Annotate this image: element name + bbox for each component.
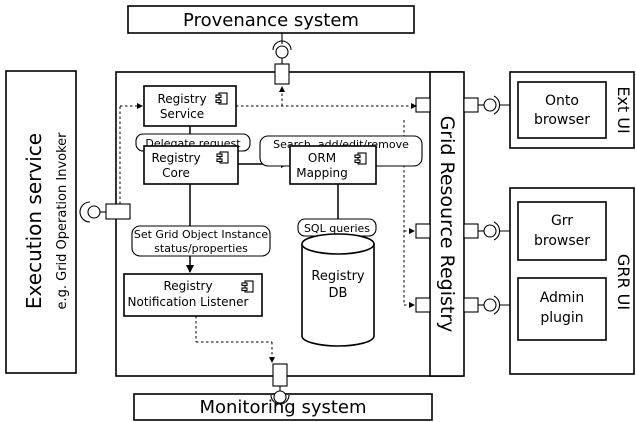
grid-resource-registry-label: Grid Resource Registry <box>436 116 458 333</box>
registry-db-label-2: DB <box>329 286 348 301</box>
set-status-text-1: Set Grid Object Instance <box>134 228 268 241</box>
admin-plugin-label-1: Admin <box>540 290 585 306</box>
component-icon <box>215 92 228 105</box>
onto-browser-label-1: Onto <box>545 93 579 109</box>
grr-browser-label-2: browser <box>534 233 590 249</box>
grr-ui-label: GRR UI <box>614 254 633 310</box>
notification-listener-label-1: Registry <box>163 279 212 293</box>
grr-port-1 <box>415 97 431 113</box>
execution-port <box>79 201 131 223</box>
execution-service-subtitle: e.g. Grid Operation Invoker <box>55 132 70 310</box>
execution-service-title: Execution service <box>22 133 46 309</box>
monitoring-port <box>270 363 290 405</box>
onto-browser-label-2: browser <box>534 112 590 128</box>
sql-queries-label: SQL queries <box>297 218 377 237</box>
ext-ui-connector <box>463 95 518 115</box>
orm-mapping-label-1: ORM <box>308 151 336 165</box>
provenance-system: Provenance system <box>127 5 415 34</box>
registry-core-label-2: Core <box>162 166 190 180</box>
orm-mapping-label-2: Mapping <box>296 166 348 180</box>
grr-port-2 <box>415 223 431 239</box>
registry-core-label-1: Registry <box>151 151 200 165</box>
grr-browser-connector <box>463 221 518 241</box>
ext-ui: Ext UI Onto browser <box>509 71 635 149</box>
registry-service: Registry Service <box>143 85 237 127</box>
registry-core: Registry Core <box>143 145 239 185</box>
orm-mapping: ORM Mapping <box>289 145 377 185</box>
provenance-port <box>272 33 292 85</box>
set-status-label: Set Grid Object Instance status/properti… <box>131 225 271 257</box>
registry-db-label-1: Registry <box>311 269 365 284</box>
ext-ui-label: Ext UI <box>614 86 633 133</box>
execution-service: Execution service e.g. Grid Operation In… <box>5 70 77 374</box>
component-icon <box>241 280 254 293</box>
grr-ui: GRR UI Grr browser Admin plugin <box>509 187 635 375</box>
admin-plugin-connector <box>463 295 518 315</box>
monitoring-system-label: Monitoring system <box>199 397 366 418</box>
registry-service-label-2: Service <box>160 107 204 121</box>
grr-browser-label-1: Grr <box>551 213 573 229</box>
grid-resource-registry: Grid Resource Registry <box>429 71 465 377</box>
grr-port-3 <box>415 297 431 313</box>
notification-listener: Registry Notification Listener <box>123 273 263 317</box>
provenance-system-label: Provenance system <box>183 10 359 31</box>
set-status-text-2: status/properties <box>154 242 248 255</box>
registry-service-label-1: Registry <box>157 92 206 106</box>
admin-plugin-label-2: plugin <box>540 310 583 326</box>
sql-queries-text: SQL queries <box>304 222 370 235</box>
registry-db: Registry DB <box>301 233 375 347</box>
component-icon <box>354 152 367 165</box>
notification-listener-label-2: Notification Listener <box>128 295 249 309</box>
component-icon <box>216 151 229 164</box>
